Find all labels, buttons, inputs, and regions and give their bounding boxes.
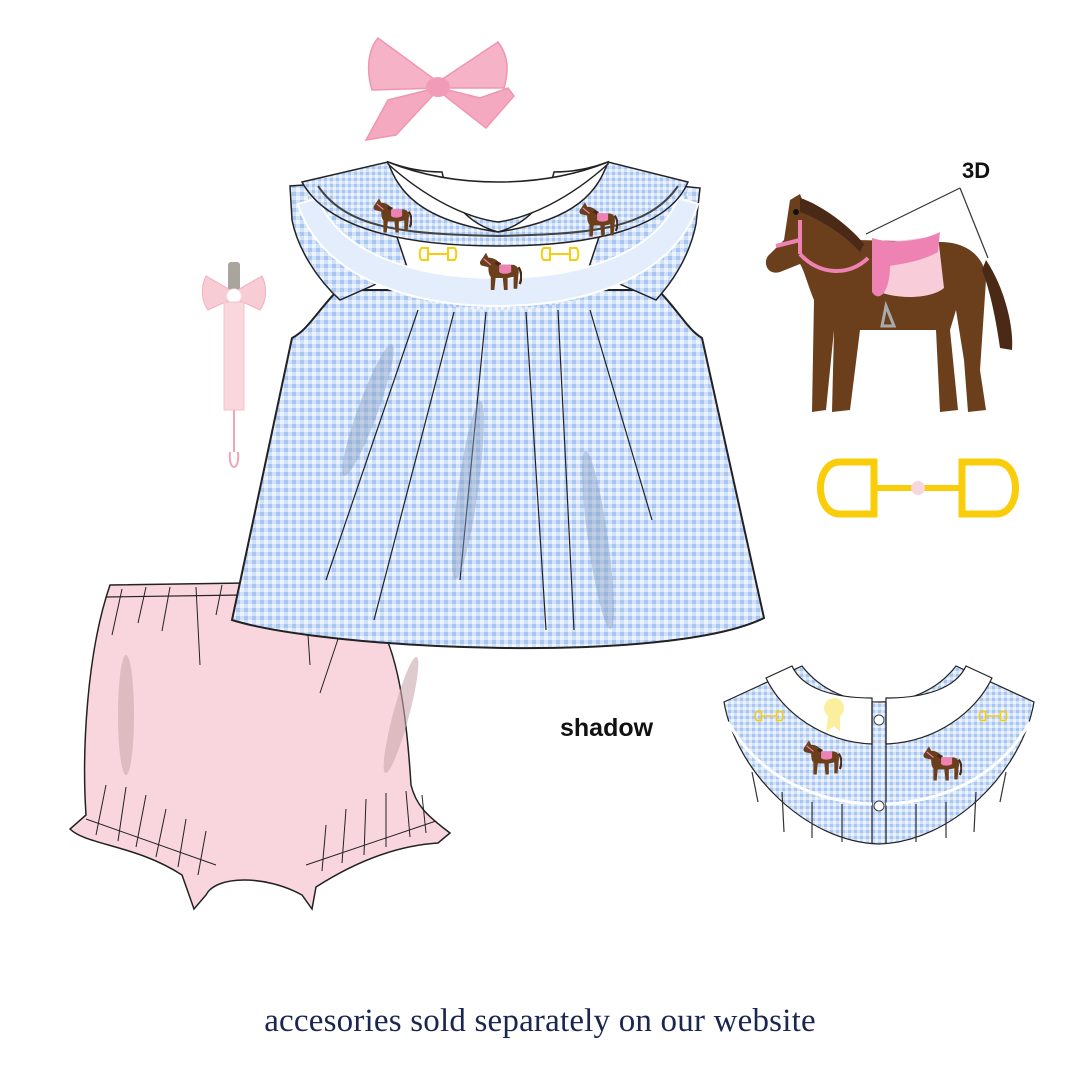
- collar-detail-icon: [722, 662, 1036, 846]
- bloomers-icon: [66, 575, 466, 915]
- hair-bow-icon: [358, 30, 518, 145]
- horse-bit-icon: [817, 458, 1019, 518]
- label-shadow: shadow: [560, 714, 654, 742]
- horse-icon: [760, 180, 1030, 420]
- pacifier-clip-icon: [200, 262, 270, 482]
- footer-caption: accesories sold separately on our websit…: [264, 1003, 816, 1039]
- label-3d: 3D: [962, 158, 991, 183]
- gingham-top-icon: [228, 160, 768, 665]
